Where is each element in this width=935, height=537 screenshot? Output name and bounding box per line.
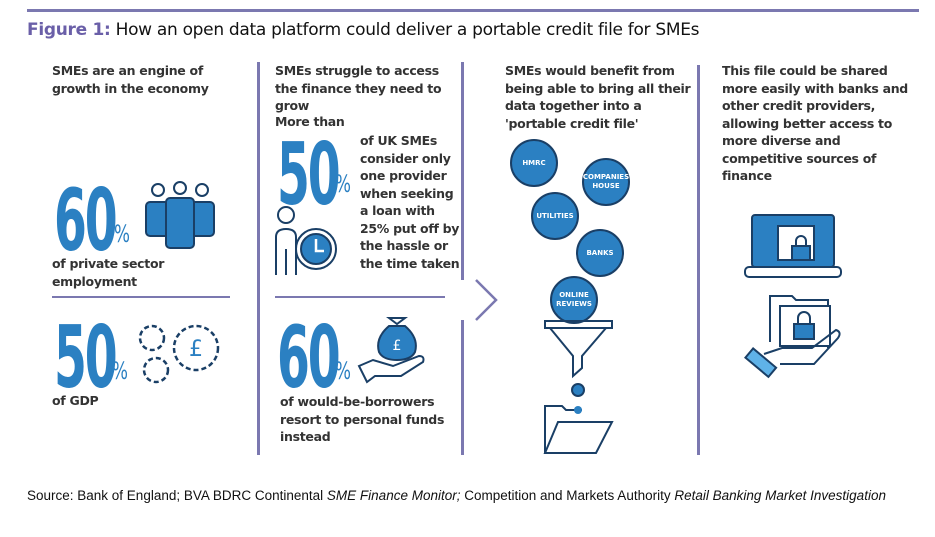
- bubble-utilities: UTILITIES: [531, 192, 579, 240]
- hand-locked-folder-icon: [744, 295, 841, 379]
- stat-value: 50: [54, 308, 118, 408]
- source-title-2: Retail Banking Market Investigation: [674, 488, 886, 503]
- stat-prefix: More than: [275, 114, 345, 129]
- col3-heading: SMEs would benefit from being able to br…: [505, 63, 691, 131]
- col4-heading: This file could be shared more easily wi…: [722, 63, 908, 183]
- person-clock-icon: [275, 206, 337, 275]
- stat-caption: of GDP: [52, 393, 99, 408]
- stat-unit: %: [112, 357, 128, 385]
- source-note: Source: Bank of England; BVA BDRC Contin…: [27, 486, 886, 506]
- column-divider: [461, 320, 464, 455]
- column-divider: [697, 65, 700, 455]
- figure-label: Figure 1:: [27, 20, 111, 40]
- source-title-1: SME Finance Monitor;: [326, 488, 461, 503]
- svg-text:£: £: [393, 338, 402, 354]
- figure-title: Figure 1: How an open data platform coul…: [27, 20, 700, 40]
- source-middle: Competition and Markets Authority: [460, 488, 675, 503]
- stat-unit: %: [114, 220, 130, 248]
- bubble-online-reviews: ONLINE REVIEWS: [550, 276, 598, 324]
- row-divider: [275, 296, 445, 298]
- laptop-locked-folder-icon: [744, 214, 842, 278]
- stat-value: 50: [277, 125, 341, 225]
- hand-money-bag-icon: £: [357, 317, 425, 384]
- stat-unit: %: [335, 357, 351, 385]
- col1-heading: SMEs are an engine of growth in the econ…: [52, 63, 209, 96]
- source-prefix: Source: Bank of England; BVA BDRC Contin…: [27, 488, 327, 503]
- stat-caption: of UK SMEs consider only one provider wh…: [360, 133, 460, 271]
- gears-pound-icon: £: [138, 324, 220, 384]
- people-group-icon: [145, 181, 215, 249]
- stat-caption: of private sector employment: [52, 256, 165, 289]
- funnel-folder-icon: [543, 320, 614, 454]
- bubble-banks: BANKS: [576, 229, 624, 277]
- svg-text:£: £: [189, 337, 203, 362]
- stat-unit: %: [335, 170, 351, 198]
- column-divider: [461, 62, 464, 280]
- figure-title-text: How an open data platform could deliver …: [115, 20, 700, 40]
- col2-heading: SMEs struggle to access the finance they…: [275, 63, 442, 113]
- stat-value: 60: [277, 308, 341, 408]
- row-divider: [52, 296, 230, 298]
- bubble-hmrc: HMRC: [510, 139, 558, 187]
- top-rule: [27, 9, 919, 12]
- stat-caption: of would-be-borrowers resort to personal…: [280, 394, 445, 444]
- column-divider: [257, 62, 260, 455]
- arrow-right-icon: [475, 279, 498, 321]
- stat-value: 60: [54, 171, 118, 271]
- bubble-companies-house: COMPANIES HOUSE: [582, 158, 630, 206]
